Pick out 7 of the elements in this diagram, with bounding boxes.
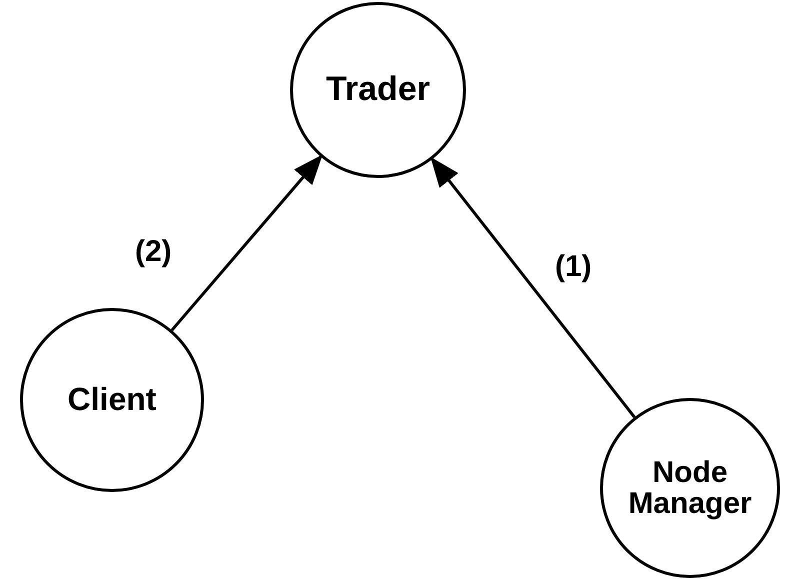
arrow [430,156,636,418]
edge-label: (1) [555,252,592,282]
node-label: Client [68,383,156,417]
edge-label: (2) [135,237,172,267]
node-label: Trader [326,72,430,108]
node-label: Node Manager [627,456,753,520]
arrow [170,154,323,332]
